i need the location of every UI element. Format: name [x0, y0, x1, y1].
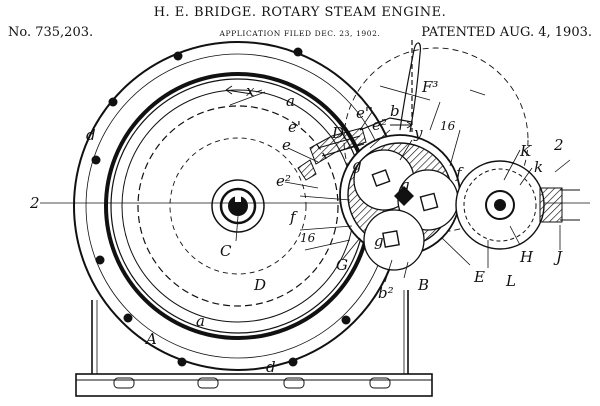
label-K: K [519, 142, 532, 160]
label-a-bottom: a [196, 312, 205, 330]
direction-arrows [225, 85, 413, 129]
label-H: H [519, 248, 534, 266]
leader-lines [229, 85, 571, 283]
application-filed-date: APPLICATION FILED DEC. 23, 1902. [219, 29, 381, 38]
patent-title: H. E. BRIDGE. ROTARY STEAM ENGINE. [153, 5, 447, 20]
label-D-bottom: D [253, 276, 266, 294]
label-F3: F³ [421, 78, 438, 96]
label-a-top: a [286, 92, 295, 110]
valve-chest [339, 47, 529, 271]
label-e-double-prime: e'' [356, 104, 373, 122]
label-L: L [505, 272, 516, 290]
label-d-bottom: d [266, 358, 276, 376]
label-d-left: d [86, 126, 96, 144]
label-E: E [473, 268, 485, 286]
label-b: b [390, 102, 400, 120]
label-f-left: f [289, 208, 298, 226]
label-e: e [282, 136, 291, 154]
label-2-left: 2 [29, 194, 40, 212]
label-f-right: f [455, 164, 464, 182]
label-x: x [246, 82, 255, 100]
engine-base [75, 290, 433, 397]
label-b2: b² [378, 284, 394, 302]
patent-number: No. 735,203. [8, 25, 94, 40]
label-y: y [413, 124, 423, 142]
gear-wheel [455, 160, 580, 250]
label-A: A [144, 330, 157, 348]
label-e2-b: e² [372, 116, 387, 134]
label-16-left: 16 [300, 231, 316, 245]
label-C: C [220, 242, 232, 260]
label-g-left: g [352, 156, 362, 174]
label-g-right: g [400, 176, 410, 194]
piston-vanes [297, 127, 367, 181]
patented-date: PATENTED AUG. 4, 1903. [421, 25, 592, 40]
label-16-top: 16 [440, 119, 456, 133]
label-e2: e² [276, 172, 291, 190]
label-D-top: D [331, 124, 344, 142]
label-G: G [336, 256, 348, 274]
label-e-prime: e' [288, 118, 301, 136]
rocker-arm [359, 40, 421, 133]
label-J: J [553, 248, 563, 266]
label-B: B [417, 276, 429, 294]
bolt-holes [91, 47, 351, 367]
main-casing [73, 41, 403, 371]
label-k: k [534, 158, 543, 176]
label-2-right: 2 [553, 136, 564, 154]
label-g-bottom: g [374, 232, 384, 250]
